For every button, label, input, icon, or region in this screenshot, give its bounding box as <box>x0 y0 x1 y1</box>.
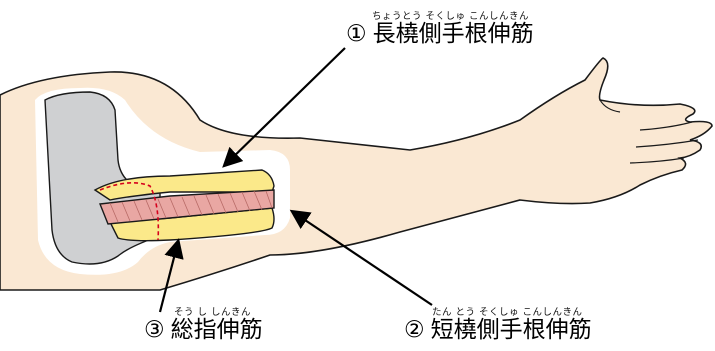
label-3-name: 総指伸筋 <box>171 317 263 343</box>
label-2-number: ② <box>404 317 425 343</box>
label-2-name: 短橈側手根伸筋 <box>431 317 592 343</box>
label-1-name: 長橈側手根伸筋 <box>373 21 534 47</box>
label-3-number: ③ <box>144 317 165 343</box>
label-1-number: ① <box>346 21 367 47</box>
